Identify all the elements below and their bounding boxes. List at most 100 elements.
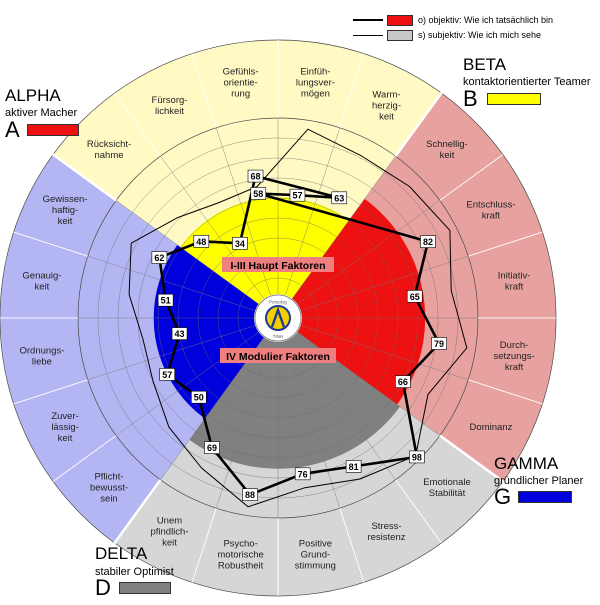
value-box xyxy=(331,191,348,205)
value-text: 50 xyxy=(194,393,204,403)
sector-delta xyxy=(285,337,367,462)
band-separator xyxy=(191,508,217,583)
sector-alpha xyxy=(297,231,418,311)
value-label: 76 xyxy=(294,467,311,481)
value-label: 34 xyxy=(232,236,248,250)
legend-objective-line xyxy=(353,19,383,21)
factor-labels: Schnellig-keitEntschluss-kraftInitiativ-… xyxy=(19,66,534,571)
grid-spoke xyxy=(285,340,341,509)
value-box xyxy=(431,337,447,350)
value-label: 65 xyxy=(406,290,423,303)
factor-label: Ordnungs-liebe xyxy=(19,345,64,367)
grid-spoke xyxy=(297,200,440,305)
value-box xyxy=(232,236,248,250)
value-box xyxy=(294,467,311,481)
grid-spoke xyxy=(300,255,469,311)
sector-alpha xyxy=(300,272,426,318)
grid-spoke xyxy=(87,255,256,311)
factor-label: Gewissen-haftig-keit xyxy=(43,194,88,227)
value-label: 98 xyxy=(409,450,425,464)
value-text: 81 xyxy=(349,462,359,472)
value-box xyxy=(289,188,306,202)
value-label: 63 xyxy=(331,191,348,205)
legend-objective: o) objektiv: Wie ich tatsächlich bin xyxy=(353,13,553,27)
band-separator xyxy=(439,154,504,201)
band-separator xyxy=(468,379,543,405)
band-separator xyxy=(339,508,365,583)
value-text: 88 xyxy=(245,490,255,500)
group-divider xyxy=(439,434,527,499)
legend-objective-swatch xyxy=(387,14,413,26)
gamma-color-swatch xyxy=(518,491,572,503)
value-text: 76 xyxy=(298,469,308,479)
value-label: 79 xyxy=(431,337,447,350)
subjective-outline xyxy=(128,128,468,508)
value-text: 65 xyxy=(410,292,420,302)
grid-spoke xyxy=(215,340,271,509)
value-box xyxy=(409,450,425,464)
value-box xyxy=(171,327,188,340)
factor-label: Dominanz xyxy=(470,422,513,433)
value-box xyxy=(345,460,362,473)
factor-label: Entschluss-kraft xyxy=(466,199,515,221)
logo-top-text: Persolog xyxy=(269,300,287,305)
value-label: 57 xyxy=(289,188,306,202)
value-box xyxy=(191,390,207,404)
band-separator xyxy=(395,479,442,544)
sector-delta xyxy=(189,337,271,462)
alpha-letter: A xyxy=(5,117,20,142)
factor-label: Pflicht-bewusst-sein xyxy=(90,471,128,504)
sector-delta xyxy=(231,340,278,469)
value-text: 51 xyxy=(161,296,171,306)
value-box xyxy=(420,235,436,248)
logo-bottom-text: TINH xyxy=(273,334,284,339)
value-text: 79 xyxy=(434,339,444,349)
group-divider xyxy=(29,137,117,202)
sector-gamma xyxy=(153,279,256,318)
alpha-subtitle: aktiver Macher xyxy=(5,107,78,119)
sector-delta xyxy=(278,340,325,469)
value-box xyxy=(250,187,267,200)
value-label: 68 xyxy=(247,169,264,183)
value-label: 66 xyxy=(395,375,411,388)
value-label: 88 xyxy=(242,488,258,501)
sector-beta xyxy=(285,203,350,299)
value-box xyxy=(157,293,174,307)
factor-label: Rücksicht-nahme xyxy=(87,139,131,161)
grid-spoke xyxy=(160,156,265,299)
center-label-top-bg xyxy=(222,257,334,272)
value-text: 43 xyxy=(175,329,185,339)
delta-subtitle: stabiler Optimist xyxy=(95,566,174,578)
legend-subjective-swatch xyxy=(387,29,413,41)
value-label: 48 xyxy=(193,234,210,248)
value-text: 34 xyxy=(235,239,245,249)
factor-label: Stress-resistenz xyxy=(367,521,405,543)
band-separator xyxy=(339,53,365,128)
factor-label: Warm-herzig-keit xyxy=(372,90,401,123)
value-text: 63 xyxy=(334,193,344,203)
value-box xyxy=(193,234,210,248)
center-label-bottom-bg xyxy=(220,348,336,363)
value-text: 57 xyxy=(292,191,302,201)
factor-label: Gefühls-orientie-rung xyxy=(223,66,259,99)
sector-gamma xyxy=(159,244,259,311)
delta-color-swatch xyxy=(119,582,171,594)
value-text: 62 xyxy=(154,253,164,263)
value-label: 69 xyxy=(204,441,220,454)
grid-spoke xyxy=(300,325,469,381)
subjective-envelope xyxy=(128,128,468,508)
value-box xyxy=(151,251,168,264)
value-label: 51 xyxy=(157,293,174,307)
value-text: 98 xyxy=(412,452,422,462)
beta-color-swatch xyxy=(487,93,541,105)
legend-objective-label: o) objektiv: Wie ich tatsächlich bin xyxy=(418,15,554,25)
alpha-title: ALPHA xyxy=(5,86,61,105)
factor-label: Genauig-keit xyxy=(22,271,61,293)
gamma-subtitle: gründlicher Planer xyxy=(494,475,584,487)
beta-title: BETA xyxy=(463,55,507,74)
band-separator xyxy=(468,231,543,257)
value-box xyxy=(242,488,258,501)
